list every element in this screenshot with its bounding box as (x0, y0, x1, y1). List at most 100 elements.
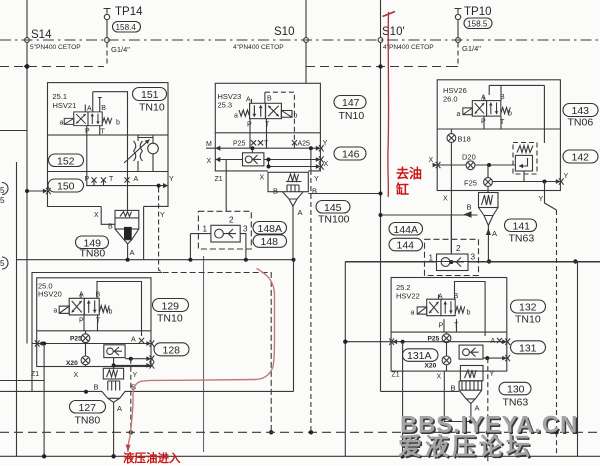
svg-text:G1/4": G1/4" (462, 44, 481, 53)
svg-text:A: A (131, 337, 136, 344)
svg-text:P: P (85, 128, 90, 135)
svg-text:HSV22: HSV22 (396, 292, 420, 301)
svg-text:3: 3 (243, 225, 248, 234)
svg-text:b: b (508, 111, 512, 118)
svg-text:B: B (451, 384, 456, 393)
svg-text:a: a (457, 111, 461, 118)
svg-text:HSV26: HSV26 (443, 86, 467, 95)
svg-text:25.0: 25.0 (38, 282, 53, 291)
svg-text:142: 142 (572, 152, 590, 164)
svg-text:B: B (500, 94, 505, 101)
svg-text:TN63: TN63 (509, 233, 535, 245)
svg-text:P: P (85, 176, 90, 183)
svg-text:TN63: TN63 (503, 397, 529, 409)
svg-text:Y: Y (169, 176, 174, 183)
svg-text:a: a (234, 113, 238, 120)
svg-text:b: b (116, 120, 120, 127)
svg-text:1: 1 (203, 225, 208, 234)
svg-text:B: B (467, 203, 472, 212)
svg-text:141: 141 (513, 221, 531, 233)
svg-text:2: 2 (456, 244, 461, 253)
svg-text:P: P (79, 318, 84, 325)
svg-text:149: 149 (84, 238, 102, 250)
svg-text:144: 144 (397, 240, 415, 252)
svg-text:P25: P25 (70, 336, 82, 343)
svg-text:S10: S10 (274, 26, 294, 38)
svg-text:132: 132 (519, 302, 537, 314)
svg-text:TN06: TN06 (568, 117, 594, 129)
svg-text:Y: Y (564, 173, 569, 180)
svg-text:5: 5 (0, 186, 5, 195)
svg-text:S10': S10' (382, 26, 405, 38)
svg-text:130: 130 (507, 384, 525, 396)
svg-text:5: 5 (0, 259, 5, 268)
svg-text:131A: 131A (407, 350, 432, 362)
svg-text:143: 143 (572, 105, 590, 117)
svg-text:TN80: TN80 (80, 248, 106, 260)
svg-text:a: a (54, 308, 58, 315)
svg-text:X: X (94, 212, 99, 219)
svg-text:a: a (411, 310, 415, 317)
svg-text:A: A (438, 294, 443, 301)
svg-text:P25: P25 (233, 141, 246, 148)
svg-text:Y: Y (539, 196, 544, 203)
svg-text:A: A (491, 338, 496, 345)
svg-text:爱液压论坛: 爱液压论坛 (400, 434, 535, 462)
svg-text:127: 127 (79, 402, 97, 414)
svg-text:5: 5 (0, 196, 5, 205)
svg-text:P25: P25 (428, 336, 440, 343)
svg-text:TN80: TN80 (75, 415, 101, 427)
svg-text:TN10: TN10 (139, 102, 165, 114)
svg-text:144A: 144A (394, 224, 419, 236)
svg-text:Z1: Z1 (392, 372, 400, 379)
svg-text:A: A (246, 97, 251, 104)
svg-text:Y: Y (160, 212, 165, 219)
svg-text:T: T (101, 129, 106, 136)
svg-text:液压油进入: 液压油进入 (123, 451, 181, 465)
svg-text:X20: X20 (66, 360, 78, 367)
svg-text:P: P (439, 323, 444, 330)
svg-text:A: A (130, 248, 135, 257)
svg-text:Y: Y (133, 372, 138, 379)
svg-text:B: B (108, 224, 113, 231)
svg-text:25.3: 25.3 (218, 101, 233, 110)
svg-text:T: T (109, 176, 114, 183)
svg-text:去油: 去油 (396, 166, 422, 181)
svg-text:X20: X20 (425, 363, 437, 370)
svg-text:129: 129 (162, 301, 180, 313)
svg-text:148: 148 (261, 236, 279, 248)
svg-text:Y: Y (323, 140, 328, 147)
svg-text:2: 2 (229, 216, 234, 225)
svg-text:X: X (437, 374, 442, 381)
svg-text:T: T (265, 122, 270, 129)
svg-text:G1/4": G1/4" (111, 45, 130, 54)
svg-text:146: 146 (342, 149, 360, 161)
svg-text:A: A (87, 106, 92, 113)
svg-text:X: X (74, 372, 79, 379)
svg-text:B: B (96, 291, 101, 298)
svg-text:X: X (207, 158, 212, 165)
svg-text:TN10: TN10 (157, 313, 183, 325)
svg-text:150: 150 (57, 181, 75, 193)
svg-text:5"PN400 CETOP: 5"PN400 CETOP (30, 44, 81, 51)
svg-text:B: B (94, 383, 99, 392)
svg-text:B: B (267, 96, 272, 103)
svg-text:TN10: TN10 (339, 110, 365, 122)
svg-text:X: X (443, 196, 448, 203)
svg-text:b: b (467, 310, 471, 317)
svg-text:A25: A25 (298, 141, 311, 148)
svg-text:T: T (264, 141, 269, 148)
svg-text:A: A (134, 176, 139, 183)
svg-text:TN100: TN100 (318, 214, 350, 226)
svg-text:S14: S14 (31, 29, 52, 41)
svg-text:4"PN400 CETOP: 4"PN400 CETOP (233, 44, 284, 51)
svg-text:X: X (324, 161, 329, 168)
svg-text:128: 128 (163, 345, 181, 357)
svg-text:爱液压论坛: 爱液压论坛 (398, 433, 533, 461)
svg-text:F25: F25 (464, 179, 477, 188)
svg-text:A: A (298, 208, 303, 217)
svg-text:151: 151 (141, 89, 159, 101)
svg-text:145: 145 (324, 202, 342, 214)
svg-text:Z1: Z1 (215, 176, 223, 183)
svg-text:HSV23: HSV23 (218, 92, 242, 101)
